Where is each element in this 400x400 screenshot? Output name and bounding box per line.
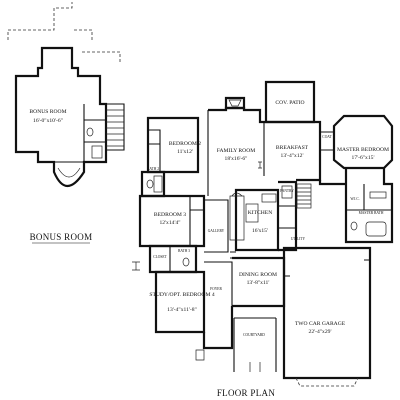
family-room-label: FAMILY ROOM <box>217 148 255 154</box>
bedroom-3-closet <box>189 196 204 246</box>
foyer-label: FOYER <box>210 287 222 291</box>
master-bath-label: MASTER BATH <box>359 211 384 215</box>
kitchen-range <box>261 193 277 203</box>
kitchen-bar-curve <box>231 192 243 197</box>
bonus-room-stairs <box>106 103 125 151</box>
bonus-bath-toilet <box>86 127 94 137</box>
pantry-utility-outline <box>278 180 298 252</box>
kitchen-outline <box>234 188 280 252</box>
bonus-bath-tub <box>91 145 103 159</box>
closet-label: CLOSET <box>153 255 167 259</box>
bath-2-label: BATH 2 <box>147 167 159 171</box>
entry-column-left <box>195 349 205 361</box>
bath-2-tub <box>153 175 163 193</box>
kitchen-label: KITCHEN <box>248 210 273 216</box>
study-dims: 13'-4"x11'-8" <box>167 307 197 313</box>
bedroom-2-dims: 11'x12' <box>177 149 193 155</box>
roof-outline-dashed <box>7 2 121 64</box>
main-floor-plan: COV. PATIO <box>132 80 394 398</box>
kitchen-counter-run <box>229 195 245 241</box>
gallery-walls <box>204 199 229 253</box>
bonus-room-bay <box>57 167 81 178</box>
family-room-side-walls <box>207 110 265 196</box>
pantry-shelves <box>281 185 293 199</box>
master-bath-outline <box>318 168 394 244</box>
master-bedroom-dims: 17'-6"x15' <box>352 155 375 161</box>
courtyard-walls <box>233 317 277 372</box>
study-outline <box>154 270 206 334</box>
courtyard-gate <box>249 362 261 372</box>
master-bath-interior <box>346 184 392 211</box>
kitchen-dims: 16'x15' <box>252 228 268 234</box>
wic-label: W.I.C. <box>350 197 359 201</box>
bedroom-2-closet <box>148 129 161 172</box>
study-label: STUDY/OPT. BEDROOM 4 <box>149 292 215 298</box>
pantry-utility-divider <box>278 205 296 229</box>
bedroom-2-label: BEDROOM 2 <box>169 141 201 147</box>
family-room-dims: 18'x16'-6" <box>225 156 248 162</box>
bonus-room-dims: 16'-0"x10'-6" <box>33 118 63 124</box>
bath-2-toilet <box>146 179 154 189</box>
bedroom-2-outline <box>146 116 200 174</box>
bath-3-toilet <box>182 257 190 267</box>
floor-plan-title: FLOOR PLAN <box>217 388 275 398</box>
bedroom-3-dims: 12'x14'4" <box>159 220 180 226</box>
bonus-room-title: BONUS ROOM <box>30 232 93 242</box>
master-toilet <box>350 221 358 231</box>
fireplace <box>224 96 246 110</box>
garage-label: TWO CAR GARAGE <box>295 321 346 327</box>
dimension-tick-kitchen <box>258 161 262 169</box>
courtyard-label: COURTYARD <box>243 333 265 337</box>
stair-treads <box>297 187 311 205</box>
garage-steps <box>284 259 370 277</box>
bath-3-label: BATH 3 <box>178 249 190 253</box>
bedroom-3-outline <box>138 194 206 248</box>
bonus-room-outer-wall <box>14 46 108 188</box>
garage-door-swing <box>295 377 359 387</box>
breakfast-label: BREAKFAST <box>276 145 309 151</box>
utility-label: UTILITY <box>291 237 306 241</box>
family-breakfast-outer-wall <box>208 106 322 182</box>
bonus-room-plan: BONUS ROOM 16'-0"x10'-6" BONUS ROOM <box>7 2 125 244</box>
breakfast-dims: 13'-4"x12' <box>281 153 304 159</box>
pantry-label: PANTRY <box>280 189 294 193</box>
master-vanity <box>369 191 387 199</box>
kitchen-island <box>245 203 259 223</box>
bedroom-3-label: BEDROOM 3 <box>154 212 186 218</box>
coat-label: COAT <box>322 135 332 139</box>
master-tub <box>365 221 387 237</box>
dining-room-dims: 13'-8"x11' <box>247 280 270 286</box>
master-bedroom-outline <box>332 114 394 170</box>
dining-columns <box>230 251 236 259</box>
dimension-tick-left <box>132 261 140 271</box>
master-closet-walls <box>320 131 334 151</box>
entry-walls <box>202 306 234 350</box>
gallery-label: GALLERY <box>208 229 225 233</box>
bonus-room-label: BONUS ROOM <box>29 109 66 115</box>
fireplace-hearth <box>228 99 242 107</box>
garage-outline <box>282 246 372 380</box>
garage-dims: 22'-4"x29' <box>309 329 332 335</box>
cov-patio-label: COV. PATIO <box>275 100 304 106</box>
master-bedroom-label: MASTER BEDROOM <box>337 147 389 153</box>
bonus-room-interior-walls <box>54 104 106 163</box>
dining-room-label: DINING ROOM <box>239 272 277 278</box>
